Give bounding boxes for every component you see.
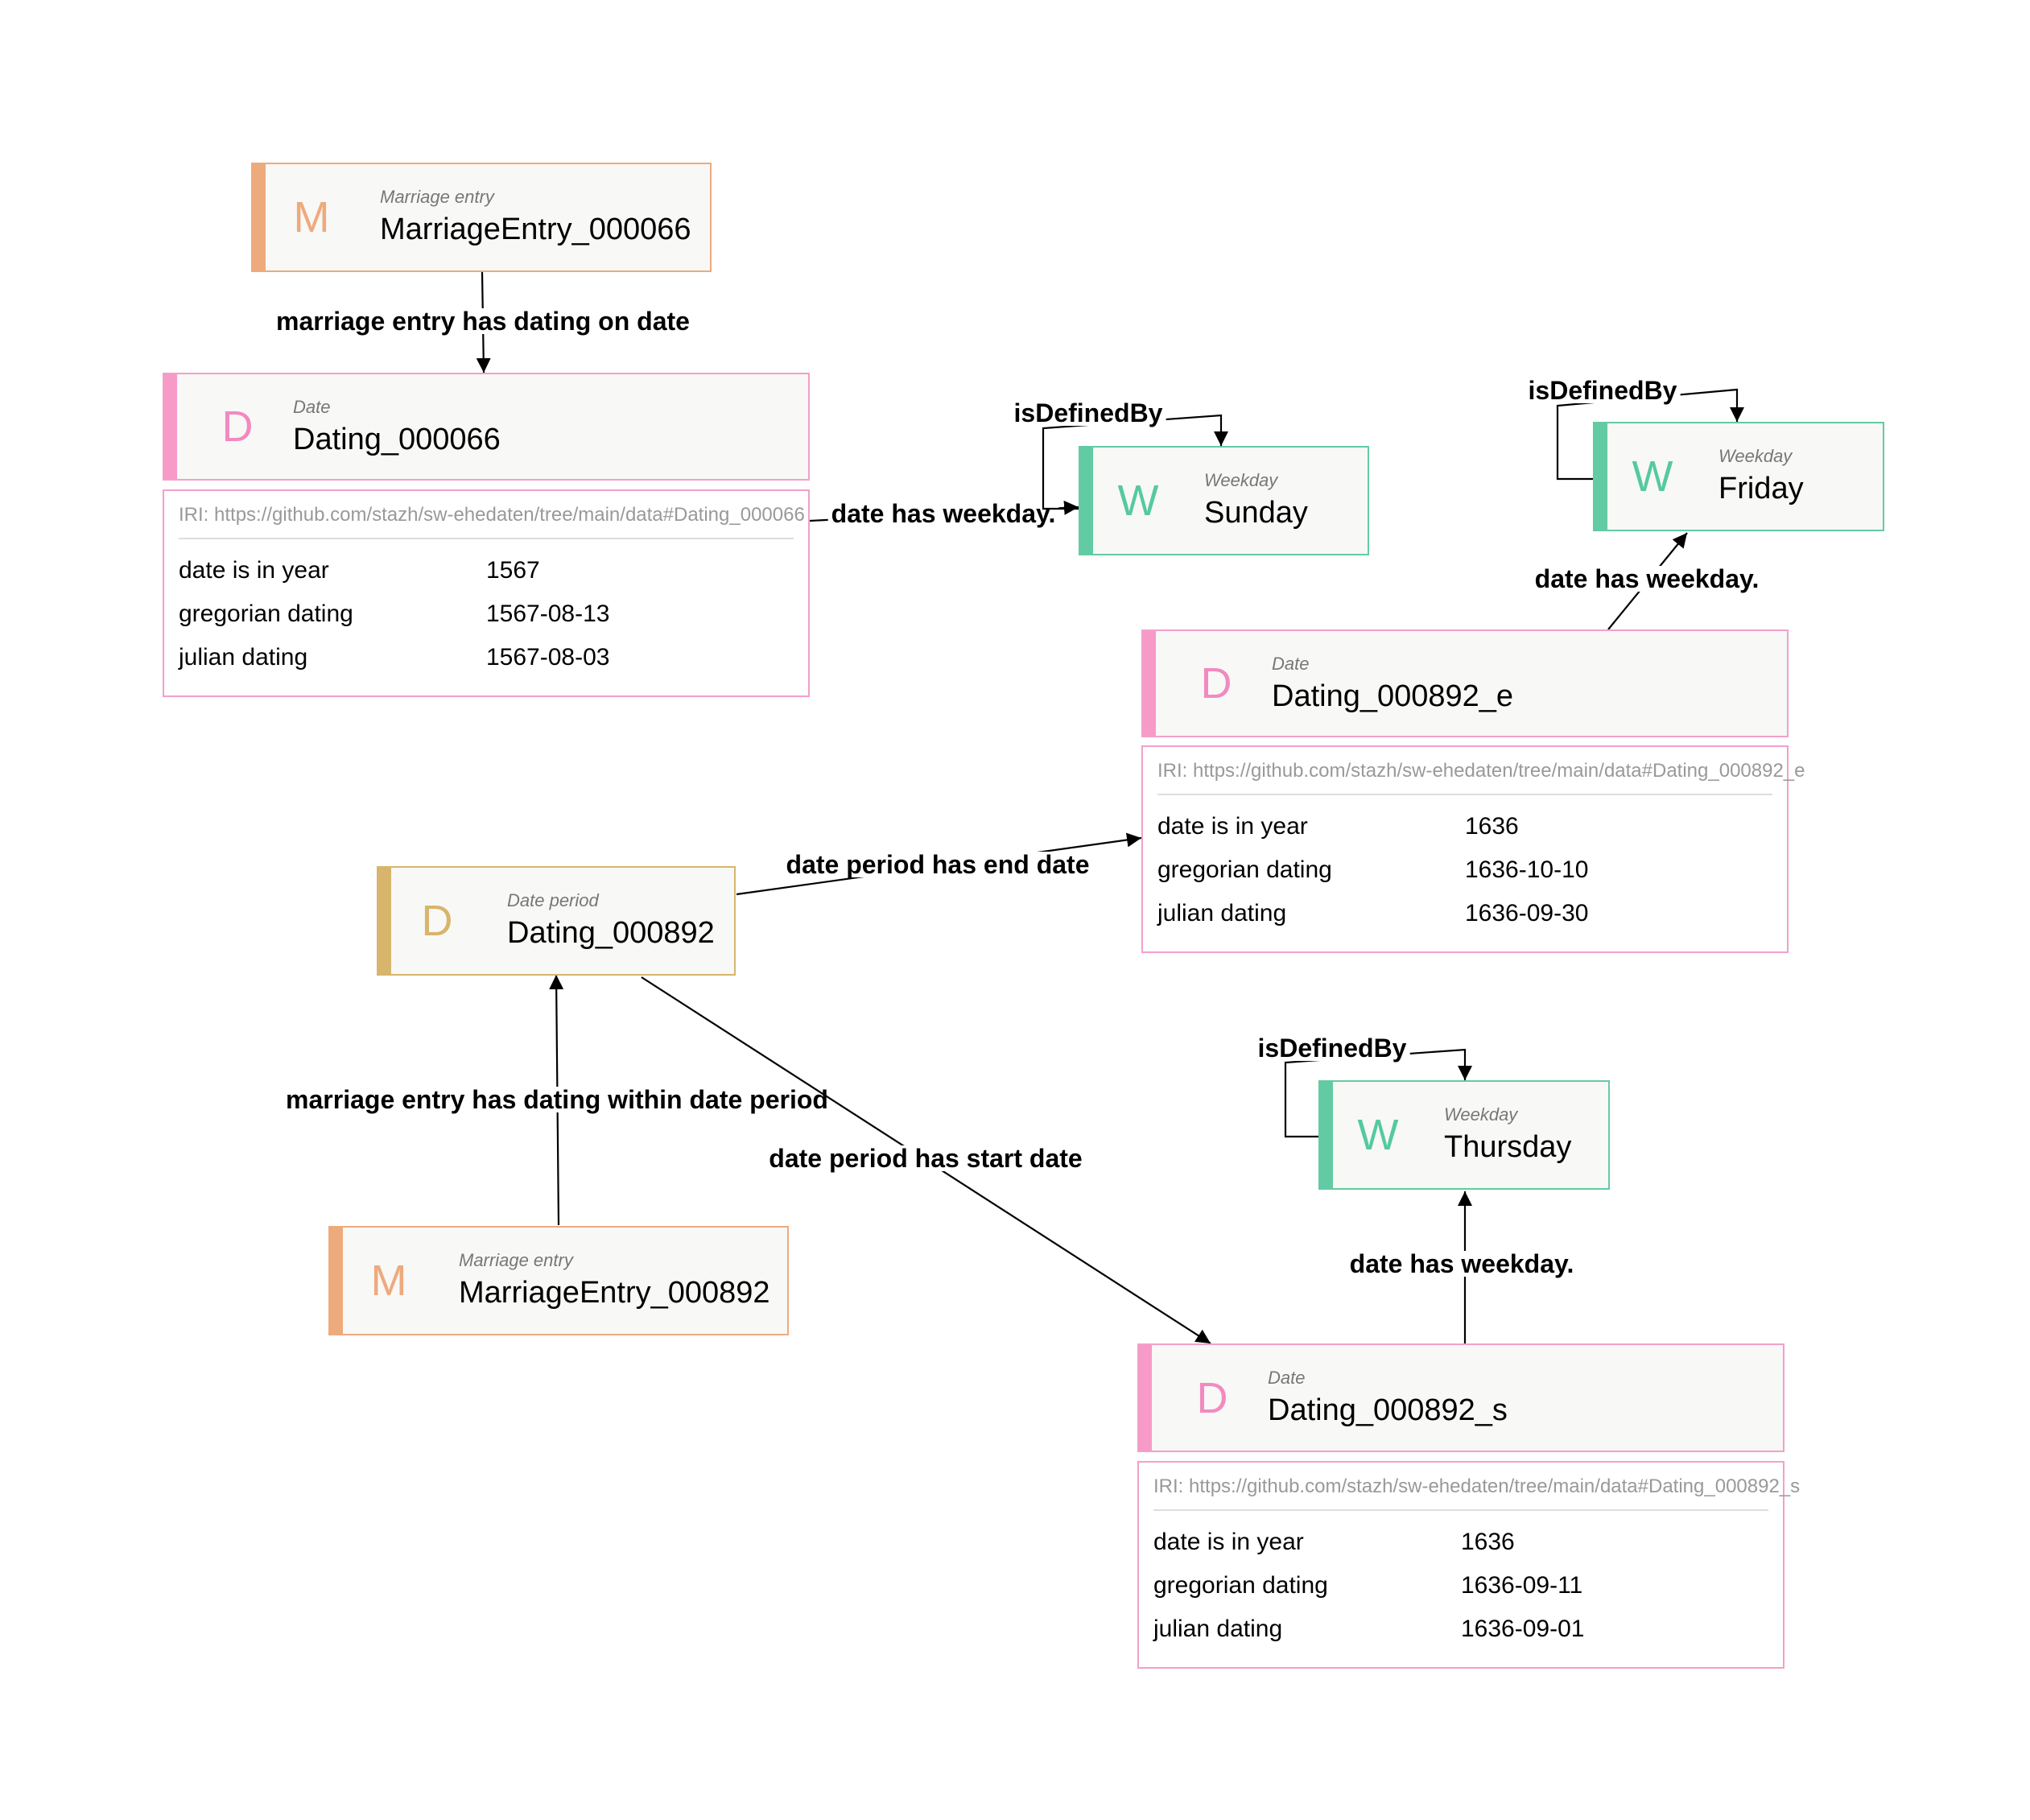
iri-text[interactable]: IRI: https://github.com/stazh/sw-ehedate… — [1153, 1475, 1800, 1511]
prop-key: julian dating — [1157, 900, 1287, 927]
edge-sunday-isdefinedby[interactable] — [1042, 414, 1228, 510]
node-weekday-friday[interactable]: W Weekday Friday — [1593, 422, 1884, 531]
prop-key: date is in year — [179, 557, 329, 584]
node-type-letter: W — [1117, 477, 1159, 525]
edge-thursday-isdefinedby[interactable] — [1284, 1048, 1472, 1138]
edge-label-backdrop — [765, 1145, 1086, 1171]
node-type-letter: D — [1200, 659, 1232, 708]
node-label: MarriageEntry_000066 — [380, 213, 691, 246]
node-type-letter: D — [221, 402, 254, 451]
node-label: Dating_000892_e — [1272, 679, 1514, 713]
prop-key: date is in year — [1153, 1529, 1304, 1555]
edge-label-backdrop — [1525, 378, 1681, 403]
node-label: Dating_000892 — [507, 916, 715, 950]
edge-label-isdefinedby-friday: isDefinedBy — [1529, 376, 1677, 405]
edge-label-backdrop — [273, 308, 693, 334]
node-type-letter: W — [1632, 452, 1673, 501]
node-label: Dating_000066 — [293, 423, 501, 456]
edge-label-backdrop — [1254, 1035, 1410, 1061]
prop-value: 1636 — [1461, 1529, 1515, 1555]
props-dating-000892-s: IRI: https://github.com/stazh/sw-ehedate… — [1137, 1461, 1800, 1669]
edge-label-backdrop — [1010, 400, 1166, 426]
node-label: Dating_000892_s — [1268, 1393, 1508, 1427]
edge-label-isdefinedby-thursday: isDefinedBy — [1258, 1034, 1407, 1063]
node-type-label: Date — [293, 397, 331, 417]
node-label: MarriageEntry_000892 — [459, 1276, 770, 1310]
prop-key: gregorian dating — [179, 600, 353, 627]
node-dating-000066[interactable]: D Date Dating_000066 — [163, 373, 810, 481]
node-color-bar — [253, 164, 266, 270]
prop-value: 1636-10-10 — [1465, 856, 1589, 883]
node-color-bar — [1139, 1345, 1152, 1451]
node-color-bar — [330, 1228, 343, 1334]
node-type-label: Marriage entry — [380, 187, 494, 207]
node-type-label: Date — [1272, 654, 1310, 674]
edge-label-has-end-date: date period has end date — [786, 850, 1090, 879]
node-date-period-000892[interactable]: D Date period Dating_000892 — [377, 866, 736, 976]
node-type-letter: M — [293, 193, 330, 241]
node-label: Friday — [1718, 472, 1804, 506]
edge-label-backdrop — [283, 1087, 831, 1112]
prop-value: 1636 — [1465, 813, 1519, 840]
prop-value: 1636-09-11 — [1461, 1572, 1583, 1599]
prop-key: gregorian dating — [1157, 856, 1332, 883]
node-color-bar — [378, 868, 391, 974]
prop-key: julian dating — [179, 644, 308, 671]
node-color-bar — [1143, 631, 1156, 736]
node-color-bar — [1080, 448, 1093, 554]
node-type-label: Marriage entry — [459, 1250, 573, 1270]
node-marriage-entry-000892[interactable]: M Marriage entry MarriageEntry_000892 — [328, 1226, 789, 1335]
node-type-letter: D — [1196, 1373, 1228, 1422]
edge-label-backdrop — [827, 501, 1059, 526]
edge-label-date-has-weekday-friday: date has weekday. — [1535, 564, 1760, 593]
node-weekday-sunday[interactable]: W Weekday Sunday — [1079, 446, 1369, 555]
iri-text[interactable]: IRI: https://github.com/stazh/sw-ehedate… — [1157, 760, 1805, 795]
props-dating-000066: IRI: https://github.com/stazh/sw-ehedate… — [163, 489, 810, 697]
node-label: Thursday — [1444, 1130, 1572, 1164]
node-dating-000892-s[interactable]: D Date Dating_000892_s — [1137, 1343, 1785, 1452]
node-type-label: Weekday — [1204, 470, 1278, 490]
prop-key: julian dating — [1153, 1616, 1283, 1642]
edge-label-date-has-weekday-thursday: date has weekday. — [1350, 1249, 1574, 1278]
node-dating-000892-e[interactable]: D Date Dating_000892_e — [1141, 629, 1789, 737]
prop-key: gregorian dating — [1153, 1572, 1328, 1599]
prop-value: 1567-08-03 — [486, 644, 610, 671]
node-color-bar — [164, 374, 177, 479]
node-type-letter: W — [1357, 1111, 1399, 1159]
edge-friday-isdefinedby[interactable] — [1556, 388, 1744, 481]
node-color-bar — [1595, 423, 1607, 530]
node-type-label: Weekday — [1718, 446, 1793, 466]
node-type-label: Weekday — [1444, 1104, 1518, 1125]
prop-value: 1636-09-30 — [1465, 900, 1589, 927]
node-marriage-entry-000066[interactable]: M Marriage entry MarriageEntry_000066 — [251, 163, 712, 272]
prop-key: date is in year — [1157, 813, 1308, 840]
node-type-letter: D — [421, 897, 453, 945]
prop-value: 1567-08-13 — [486, 600, 610, 627]
edge-label-has-dating-within-period: marriage entry has dating within date pe… — [286, 1085, 828, 1114]
prop-value: 1567 — [486, 557, 540, 584]
edge-label-has-start-date: date period has start date — [769, 1144, 1082, 1173]
edge-label-backdrop — [782, 852, 1093, 877]
node-weekday-thursday[interactable]: W Weekday Thursday — [1318, 1080, 1610, 1190]
prop-value: 1636-09-01 — [1461, 1616, 1585, 1642]
edge-label-backdrop — [1346, 1251, 1578, 1277]
edge-label-has-dating-on-date: marriage entry has dating on date — [276, 307, 690, 336]
node-type-label: Date — [1268, 1368, 1306, 1388]
props-dating-000892-e: IRI: https://github.com/stazh/sw-ehedate… — [1141, 745, 1805, 953]
node-label: Sunday — [1204, 496, 1308, 530]
iri-text[interactable]: IRI: https://github.com/stazh/sw-ehedate… — [179, 504, 805, 539]
edge-label-isdefinedby-sunday: isDefinedBy — [1014, 398, 1163, 427]
node-type-letter: M — [370, 1257, 407, 1305]
edge-label-backdrop — [1531, 566, 1763, 592]
node-type-label: Date period — [507, 890, 599, 910]
edge-label-date-has-weekday-sunday: date has weekday. — [831, 499, 1056, 528]
node-color-bar — [1320, 1082, 1333, 1188]
